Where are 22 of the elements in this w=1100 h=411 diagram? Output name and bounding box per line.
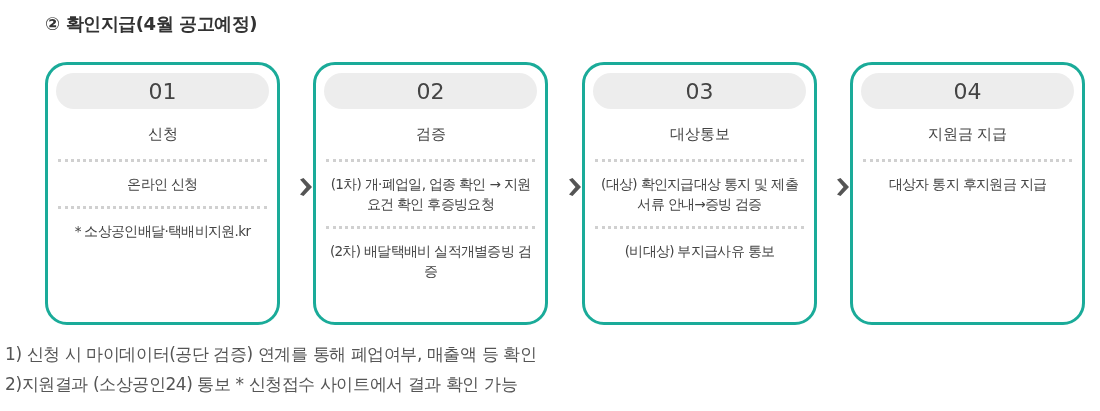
step-detail: * 소상공인배달·택배비지원.kr: [74, 222, 251, 241]
step-card: [850, 62, 1085, 325]
footnote: 1) 신청 시 마이데이터(공단 검증) 연계를 통해 폐업여부, 매출액 등 확인: [5, 343, 537, 366]
step-title: 신청: [146, 123, 179, 145]
diagram-title: ② 확인지급(4월 공고예정): [45, 12, 257, 36]
step-number-pill: 01: [56, 73, 269, 109]
step-detail: 온라인 신청: [127, 175, 198, 194]
step-number-pill: 02: [324, 73, 537, 109]
step-detail: (대상) 확인지급대상 통지 및 제출서류 안내→증빙 검증: [600, 175, 799, 214]
footnote: 2)지원결과 (소상공인24) 통보 * 신청접수 사이트에서 결과 확인 가능: [5, 372, 519, 396]
step-detail: 대상자 통지 후지원금 지급: [888, 175, 1047, 194]
step-title: 검증: [414, 123, 447, 145]
step-card: [45, 62, 280, 325]
step-detail: (1차) 개·폐업일, 업종 확인 → 지원요건 확인 후증빙요청: [329, 175, 532, 214]
step-number-pill: 04: [861, 73, 1074, 109]
step-detail: (2차) 배달택배비 실적개별증빙 검증: [328, 242, 533, 281]
step-card: [582, 62, 817, 325]
step-number-pill: 03: [593, 73, 806, 109]
step-card: [313, 62, 548, 325]
step-title: 지원금 지급: [926, 123, 1009, 145]
step-detail: (비대상) 부지급사유 통보: [624, 242, 775, 261]
step-title: 대상통보: [668, 123, 731, 145]
